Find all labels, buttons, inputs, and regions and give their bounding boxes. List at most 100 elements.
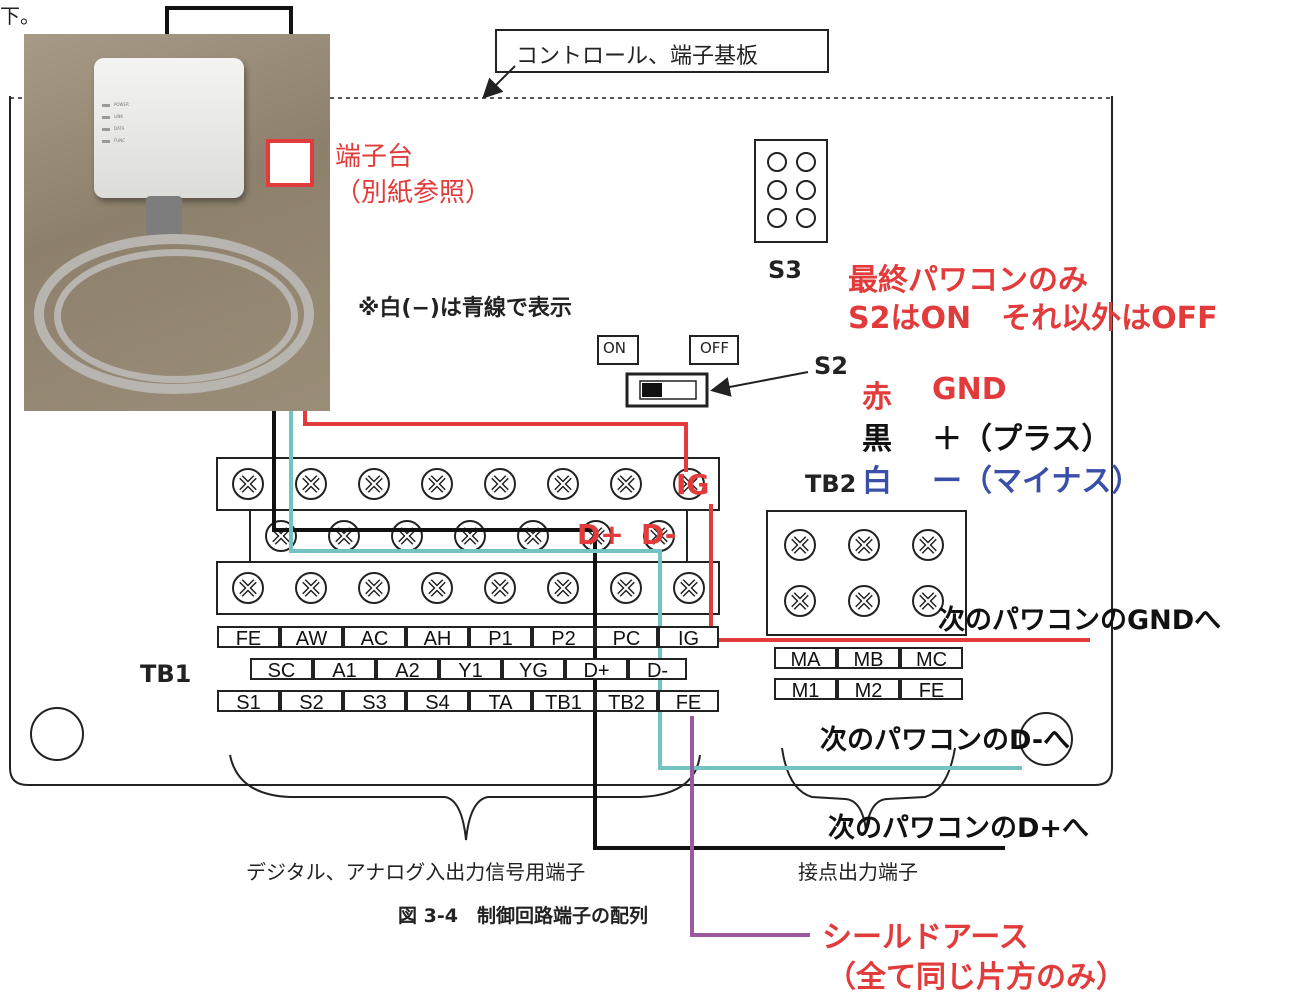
tb1-row3-screw[interactable] <box>611 573 641 603</box>
s2-on-box <box>597 335 639 365</box>
tb1-label-cell: FE <box>217 626 280 650</box>
tb1-label-cell: TA <box>469 690 532 714</box>
tb1-row1-screw[interactable] <box>485 469 515 499</box>
tb1-row1-screw[interactable] <box>296 469 326 499</box>
tb1-row3-screw[interactable] <box>296 573 326 603</box>
s3-label: S3 <box>768 256 802 284</box>
adapter-device-image: POWER LINK DATA FUNC <box>94 58 244 198</box>
tb1-label-cell: FE <box>658 690 719 714</box>
tb1-row3-screw[interactable] <box>485 573 515 603</box>
s2-arrow <box>710 371 809 397</box>
tb1-row2-screw[interactable] <box>329 521 359 551</box>
tb2-label-cell: M1 <box>774 678 837 702</box>
tb1-label-cell: IG <box>658 626 719 650</box>
tb2-label: TB2 <box>805 470 857 498</box>
led-label: LINK <box>114 114 124 119</box>
tb1-row3-screw[interactable] <box>548 573 578 603</box>
tb1-label-cell: A1 <box>313 658 376 682</box>
led-label: FUNC <box>114 138 126 143</box>
legend-black-meaning: ＋（プラス） <box>932 422 1112 457</box>
next-pcs-dminus-note: 次のパワコンのD-へ <box>820 725 1071 756</box>
legend-white-meaning: ー（マイナス） <box>932 464 1142 499</box>
teal-wire-minus <box>289 192 1022 770</box>
tb1-row1-screw[interactable] <box>233 469 263 499</box>
next-pcs-gnd-note: 次のパワコンのGNDへ <box>938 605 1222 636</box>
db9-connector <box>146 196 182 238</box>
tb1-row3-screw[interactable] <box>422 573 452 603</box>
tb1-row3-screw[interactable] <box>359 573 389 603</box>
board-label-box <box>495 29 829 73</box>
tb2-label-cell: FE <box>900 678 963 702</box>
last-pcs-note-line2: S2はON それ以外はOFF <box>848 301 1218 336</box>
board-label: コントロール、端子基板 <box>516 44 759 69</box>
s2-off-label: OFF <box>700 339 730 357</box>
terminal-stand-subtitle: （別紙参照） <box>335 178 492 208</box>
tb1-row1-screw[interactable] <box>611 469 641 499</box>
io-terminal-label: デジタル、アナログ入出力信号用端子 <box>246 860 586 884</box>
purple-wire-shield <box>690 716 810 937</box>
tb2-label-cell: MC <box>900 647 963 671</box>
next-pcs-dplus-note: 次のパワコンのD+へ <box>828 813 1090 844</box>
tb1-label-cell: P1 <box>469 626 532 650</box>
tb1-label-cell: YG <box>502 658 565 682</box>
tb1-label-cell: D+ <box>565 658 628 682</box>
tb1-row3-screw[interactable] <box>674 573 704 603</box>
s2-off-box <box>689 335 739 365</box>
black-wire-plus <box>272 192 1005 850</box>
dplus-wire-marker: D+ <box>577 518 624 551</box>
tb1-label-cell: AC <box>343 626 406 650</box>
tb1-label-cell: D- <box>628 658 687 682</box>
shield-note-line2: （全て同じ片方のみ） <box>826 960 1126 995</box>
tb1-label-cell: SC <box>250 658 313 682</box>
contact-output-label: 接点出力端子 <box>798 860 918 884</box>
board-outline <box>9 96 1113 786</box>
led-label: DATA <box>114 126 125 131</box>
tb1-label-cell: PC <box>595 626 658 650</box>
terminal-stand-title: 端子台 <box>335 142 414 172</box>
legend-red-meaning: GND <box>932 372 1007 407</box>
adapter-photo: POWER LINK DATA FUNC <box>24 34 330 411</box>
last-pcs-note-line1: 最終パワコンのみ <box>848 263 1088 298</box>
tb2-screw[interactable] <box>913 530 943 560</box>
led-label: POWER <box>114 102 129 107</box>
tb2-screw[interactable] <box>785 530 815 560</box>
shield-note-line1: シールドアース <box>822 920 1029 955</box>
tb1-row2-screw[interactable] <box>392 521 422 551</box>
tb2-screw[interactable] <box>849 586 879 616</box>
contact-output-brace <box>781 747 956 831</box>
tb2-label-cell: MA <box>774 647 837 671</box>
tb1-label-cell: S3 <box>343 690 406 714</box>
cable-coil <box>34 234 314 394</box>
tb1-label-cell: TB1 <box>532 690 595 714</box>
tb1-label-cell: Y1 <box>439 658 502 682</box>
s2-name-label: S2 <box>814 352 848 380</box>
mounting-hole-left <box>30 707 84 761</box>
tb2-label-cell: M2 <box>837 678 900 702</box>
tb1-label-cell: S4 <box>406 690 469 714</box>
legend-white-name: 白 <box>862 464 892 499</box>
tb1-label-cell: S1 <box>217 690 280 714</box>
switch-s3-pins <box>767 152 816 228</box>
tb1-label-cell: P2 <box>532 626 595 650</box>
terminal-stand-marker <box>266 139 314 187</box>
tb1-row1-screw[interactable] <box>422 469 452 499</box>
tb1-label-cell: AH <box>406 626 469 650</box>
tb1-row1-screw[interactable] <box>359 469 389 499</box>
tb1-row3-screw[interactable] <box>233 573 263 603</box>
io-terminal-brace <box>229 754 701 841</box>
tb2-screw[interactable] <box>785 586 815 616</box>
tb1-label-cell: A2 <box>376 658 439 682</box>
tb2-label-cell: MB <box>837 647 900 671</box>
tb2-screw[interactable] <box>849 530 879 560</box>
board-label-arrow <box>482 65 516 99</box>
tb1-row1-screw[interactable] <box>548 469 578 499</box>
mounting-hole-right <box>1019 712 1073 766</box>
tb1-label: TB1 <box>140 660 192 688</box>
tb1-row2-screw[interactable] <box>455 521 485 551</box>
tb1-label-cell: S2 <box>280 690 343 714</box>
s2-switch-knob[interactable] <box>642 383 662 397</box>
white-wire-note: ※白(−)は青線で表示 <box>358 296 572 321</box>
figure-caption: 図 3-4 制御回路端子の配列 <box>398 905 648 927</box>
red-wire-gnd <box>303 192 688 472</box>
tb1-row2-screw[interactable] <box>518 521 548 551</box>
